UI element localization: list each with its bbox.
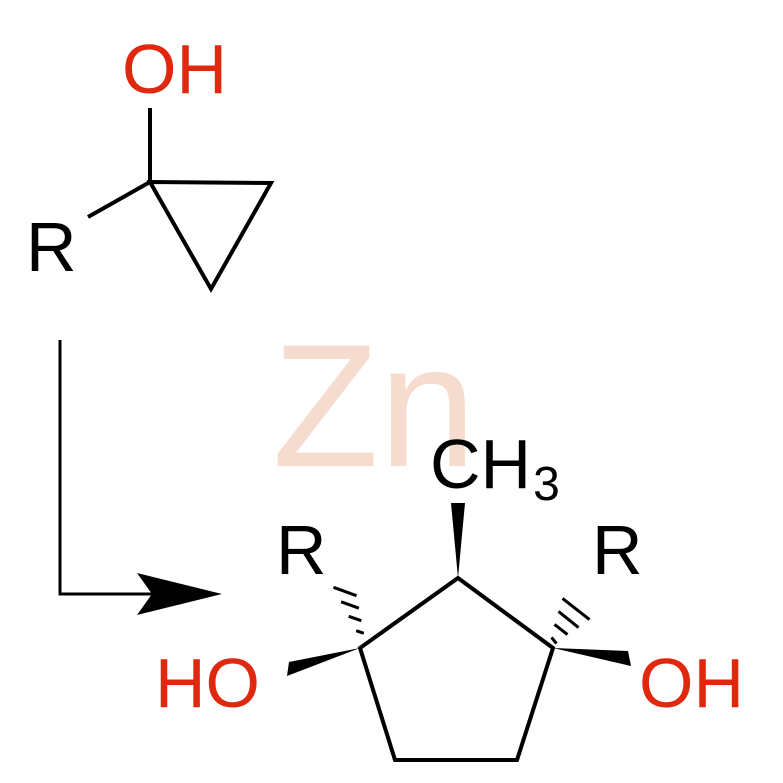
- left-substituent-label: R: [276, 511, 327, 589]
- right-hydroxyl-wedge-bond: [553, 648, 631, 666]
- cyclopentane-ring: [357, 575, 556, 762]
- methyl-prefix: CH: [430, 425, 531, 503]
- methyl-wedge-bond: [451, 503, 465, 578]
- methyl-subscript: 3: [533, 458, 560, 511]
- left-r-hashed-bond: [332, 585, 365, 635]
- cyclopropane-ring: [146, 179, 275, 294]
- c-r-bond: [87, 180, 151, 219]
- reaction-arrow: [58, 340, 222, 615]
- right-substituent-label: R: [592, 511, 643, 589]
- left-hydroxyl-label: HO: [155, 644, 260, 722]
- zinc-watermark: Zn: [272, 309, 476, 504]
- arrow-shaft: [58, 340, 168, 596]
- right-hydroxyl-label: OH: [639, 644, 744, 722]
- product-cyclopentanediol: CH3 R R HO OH: [155, 425, 744, 762]
- left-hydroxyl-wedge-bond: [287, 648, 360, 676]
- methyl-label: CH3: [430, 425, 560, 511]
- arrow-head: [137, 573, 222, 615]
- right-r-hashed-bond: [550, 597, 591, 645]
- reactant-substituent-label: R: [26, 208, 77, 286]
- reactant-cyclopropanol: OH R: [26, 30, 275, 294]
- reactant-hydroxyl-label: OH: [122, 30, 227, 108]
